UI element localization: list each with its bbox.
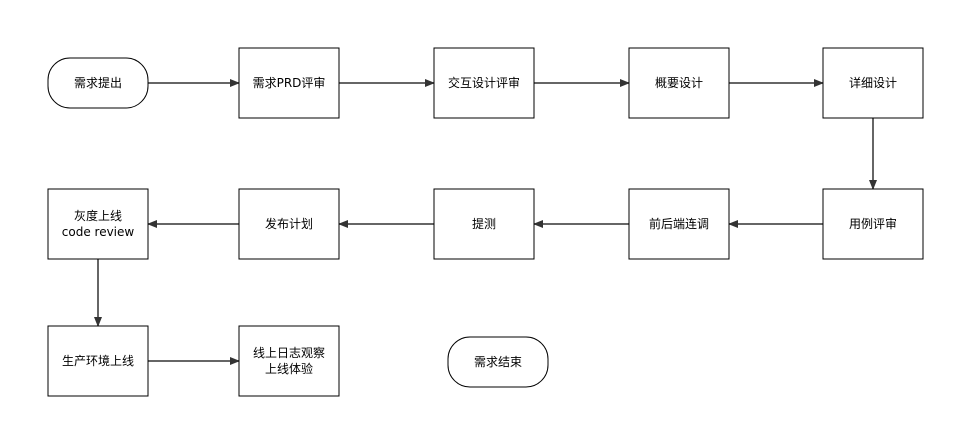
- process-box: [433, 47, 535, 119]
- node-label: 用例评审: [849, 216, 897, 231]
- node-usecase_review: 用例评审: [822, 188, 924, 260]
- node-prd_review: 需求PRD评审: [238, 47, 340, 119]
- node-label: 灰度上线: [74, 208, 122, 223]
- node-label: 发布计划: [265, 216, 313, 231]
- node-label: 需求提出: [74, 75, 122, 90]
- terminator-shape: [47, 57, 149, 109]
- node-start: 需求提出: [47, 57, 149, 109]
- node-label: 需求PRD评审: [253, 75, 326, 90]
- terminator-shape: [447, 336, 549, 388]
- process-box: [628, 188, 730, 260]
- node-end: 需求结束: [447, 336, 549, 388]
- node-release_plan: 发布计划: [238, 188, 340, 260]
- process-box: [238, 47, 340, 119]
- process-box: [238, 325, 340, 397]
- node-detail_design: 详细设计: [822, 47, 924, 119]
- node-submit_test: 提测: [433, 188, 535, 260]
- process-box: [47, 188, 149, 260]
- node-label: 提测: [472, 216, 496, 231]
- node-label: 前后端连调: [649, 216, 709, 231]
- node-label: 概要设计: [655, 76, 703, 90]
- process-box: [47, 325, 149, 397]
- process-box: [822, 188, 924, 260]
- node-label: 需求结束: [474, 355, 522, 369]
- node-label: 交互设计评审: [448, 75, 520, 90]
- node-production: 生产环境上线: [47, 325, 149, 397]
- node-label: 详细设计: [849, 75, 897, 90]
- node-outline_design: 概要设计: [628, 47, 730, 119]
- node-label: code review: [62, 225, 135, 239]
- process-box: [628, 47, 730, 119]
- process-box: [238, 188, 340, 260]
- node-integration: 前后端连调: [628, 188, 730, 260]
- node-interaction_review: 交互设计评审: [433, 47, 535, 119]
- node-label: 上线体验: [265, 361, 313, 376]
- process-box: [433, 188, 535, 260]
- node-gray_release: 灰度上线 code review: [47, 188, 149, 260]
- process-box: [822, 47, 924, 119]
- node-label: 生产环境上线: [62, 353, 134, 368]
- node-label: 线上日志观察: [253, 346, 325, 360]
